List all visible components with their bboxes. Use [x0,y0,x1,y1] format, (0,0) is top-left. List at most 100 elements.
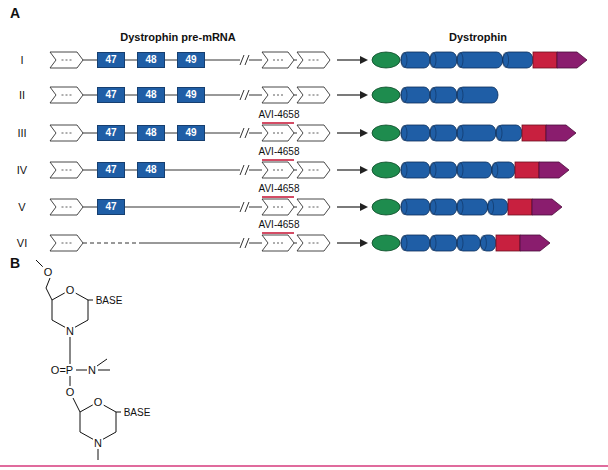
drug-label: AVI-4658 [259,219,300,230]
strand-line [240,55,244,65]
exon-number: 47 [105,55,116,65]
column-heading: Dystrophin [449,31,507,43]
atom-label: N [65,325,75,337]
strand-line [294,95,297,96]
exon-number: 48 [145,90,156,100]
intron-line [125,60,137,61]
strand-line [240,202,244,212]
strand-line [205,133,240,134]
strand-line [83,207,97,208]
exon-shape [297,162,330,178]
strand-line [337,132,360,133]
strand-line [83,60,97,61]
exon-box: 47 [97,87,125,103]
strand-line [294,170,297,171]
exon-box: 48 [137,162,165,178]
exon-shape [262,162,294,178]
row-number: IV [17,164,27,176]
exon-number: 48 [145,55,156,65]
exon-box: 49 [177,87,205,103]
exon-box: 47 [97,199,125,215]
arrow-head [360,203,368,211]
arrow-head [360,129,368,137]
panel-letter: A [10,6,20,21]
strand-line [240,90,244,100]
protein-shape [372,125,576,141]
arrow-head [360,239,368,247]
row-number: V [18,201,25,213]
drug-label: AVI-4658 [259,146,300,157]
strand-line [240,238,244,248]
exon-number: 49 [185,90,196,100]
strand-line [249,207,262,208]
exon-shape [297,235,330,251]
strand-line [245,90,249,100]
strand-line [249,95,262,96]
strand-line [294,243,297,244]
exon-shape [262,87,294,103]
protein-shape [372,52,587,68]
strand-line [249,170,262,171]
arrow-head [360,166,368,174]
exon-box: 49 [177,52,205,68]
strand-line [337,242,360,243]
strand-line [262,122,294,124]
chemical-bond [116,412,117,432]
chemical-bond [76,370,87,371]
exon-number: 47 [105,202,116,212]
strand-line [337,59,360,60]
exon-number: 48 [145,128,156,138]
exon-shape [262,235,294,251]
column-heading: Dystrophin pre-mRNA [120,31,236,43]
drug-label: AVI-4658 [259,109,300,120]
intron-line [165,95,177,96]
exon-shape [50,125,83,141]
frame-rule [0,465,608,467]
chemical-bond [70,336,71,364]
strand-line [83,133,97,134]
strand-line [165,170,240,171]
chemical-bond [73,398,80,412]
intron-line [165,133,177,134]
drug-label: AVI-4658 [259,183,300,194]
chemical-bond [46,288,52,300]
chemical-bond [98,370,110,371]
atom-label: N [87,364,97,376]
exon-shape [262,125,294,141]
strand-line [245,202,249,212]
arrow-head [360,56,368,64]
chemical-bond [88,300,93,301]
exon-shape [50,87,83,103]
protein-shape [372,87,498,103]
strand-line [294,133,297,134]
strand-line [240,128,244,138]
chemical-bond [88,300,89,320]
intron-line [125,170,137,171]
atom-label: O [43,266,54,278]
strand-line [245,55,249,65]
strand-line [245,128,249,138]
exon-number: 47 [105,165,116,175]
row-number: III [17,127,26,139]
exon-number: 47 [105,90,116,100]
exon-number: 48 [145,165,156,175]
chemical-bond [46,278,50,288]
exon-shape [297,199,330,215]
strand-line [83,95,97,96]
row-number: I [20,54,23,66]
protein-shape [372,235,550,251]
exon-number: 49 [185,55,196,65]
exon-box: 47 [97,162,125,178]
strand-line [294,60,297,61]
strand-line [83,243,140,244]
exon-shape [50,199,83,215]
atom-label: O [65,386,76,398]
strand-line [337,169,360,170]
strand-line [337,94,360,95]
base-label: BASE [95,295,124,306]
atom-label: O=P [50,364,74,376]
strand-line [262,196,294,198]
base-label: BASE [123,407,152,418]
